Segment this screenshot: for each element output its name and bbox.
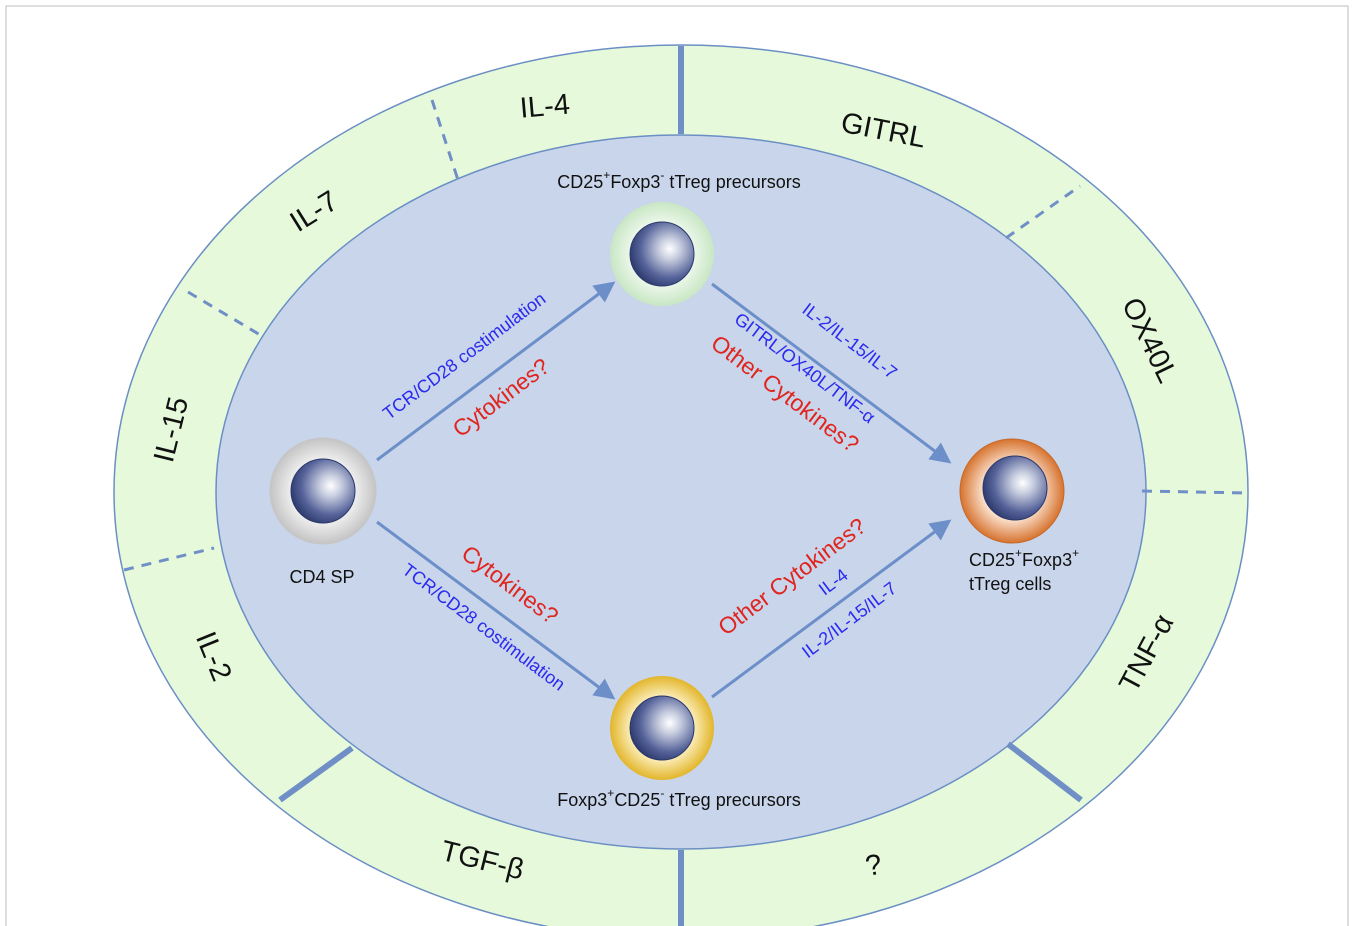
cell-bottom-precursor bbox=[610, 676, 714, 780]
arrow-bottom-precursor-to-treg bbox=[711, 519, 952, 699]
cell-treg bbox=[959, 438, 1065, 544]
cell-cd4-sp bbox=[269, 437, 377, 545]
label-bottom-precursor: Foxp3+CD25- tTreg precursors bbox=[557, 786, 800, 810]
cell-top-precursor bbox=[610, 202, 714, 306]
cell-nucleus bbox=[982, 455, 1048, 521]
arrow-cd4-to-top-precursor bbox=[376, 281, 616, 462]
cell-nucleus bbox=[629, 695, 695, 761]
divider-il2-tgfb bbox=[278, 745, 354, 803]
divider-il7-il4 bbox=[430, 99, 460, 181]
arrow-cd4-to-bottom-precursor bbox=[376, 520, 616, 700]
divider-gitrl-ox40l bbox=[1005, 184, 1081, 240]
divider-il15-il7 bbox=[187, 290, 263, 338]
cell-nucleus bbox=[290, 458, 356, 524]
ring-label-unknown: ? bbox=[863, 849, 884, 883]
label-treg-line2: tTreg cells bbox=[969, 574, 1051, 594]
ring-label-il4: IL-4 bbox=[519, 89, 572, 125]
divider-il2-il15 bbox=[123, 546, 215, 572]
cell-nucleus bbox=[629, 221, 695, 287]
arrow-top-precursor-to-treg bbox=[711, 282, 952, 464]
label-top-precursor: CD25+Foxp3- tTreg precursors bbox=[557, 168, 800, 192]
divider-tnfa-unknown bbox=[1006, 741, 1083, 803]
label-treg-line1: CD25+Foxp3+ bbox=[969, 546, 1079, 570]
label-cd4-sp: CD4 SP bbox=[289, 567, 354, 587]
